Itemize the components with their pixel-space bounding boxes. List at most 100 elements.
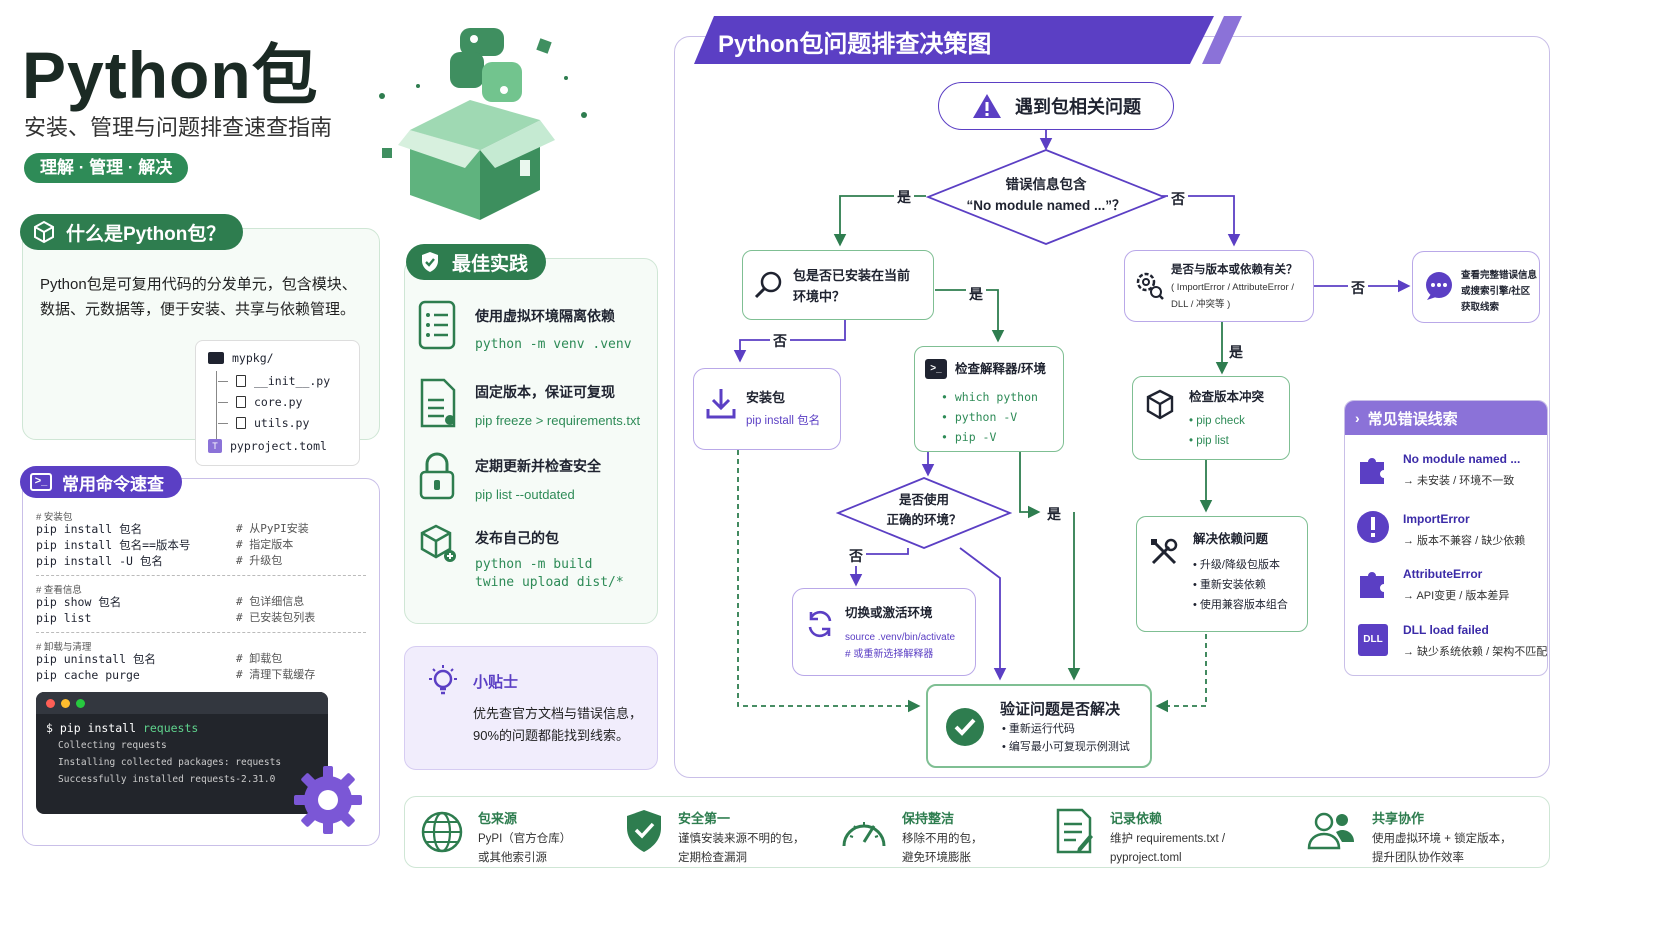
cube-icon <box>1146 389 1174 420</box>
decision-line-2: 正确的环境？ <box>886 513 962 527</box>
command-text: pip list <box>36 611 92 625</box>
error-desc: → 缺少系统依赖 / 架构不匹配 <box>1403 646 1548 658</box>
shield-check-icon <box>422 252 438 272</box>
decision-line-1: 是否使用 <box>898 493 949 507</box>
node-line-2: 环境中？ <box>793 289 846 304</box>
tree-item-core: core.py <box>254 395 303 409</box>
checklist-icon <box>418 300 456 350</box>
tree-root: mypkg/ <box>208 351 274 365</box>
interpreter-item-text: python -V <box>954 410 1018 424</box>
footer-desc: 移除不用的包，避免环境膨胀 <box>902 830 983 868</box>
tree-item-init: __init__.py <box>254 374 331 388</box>
maximize-dot-icon <box>76 698 85 708</box>
no-label: 否 <box>1168 189 1188 209</box>
command-text: pip install 包名 <box>36 522 143 536</box>
package-icon <box>34 220 54 244</box>
alert-icon <box>1357 511 1389 543</box>
terminal-package: requests <box>142 721 199 735</box>
footer-line-1: 移除不用的包， <box>902 833 983 845</box>
section-label: # 安装包 <box>36 512 73 523</box>
interpreter-item-text: which python <box>954 390 1038 404</box>
command-note: # 已安装包列表 <box>236 611 316 624</box>
practice-code: pip list --outdated <box>475 487 575 502</box>
command-note: # 从PyPI安装 <box>236 522 309 535</box>
verify-item: • 编写最小可复现示例测试 <box>1002 741 1130 753</box>
no-label: 否 <box>770 331 790 351</box>
node-line-3: 获取线索 <box>1461 302 1500 313</box>
shield-icon <box>627 810 661 852</box>
practice-item: 固定版本，保证可复现 pip freeze > requirements.txt <box>475 382 640 430</box>
terminal-icon: >_ <box>30 473 52 491</box>
download-icon <box>706 389 736 419</box>
search-icon <box>754 271 782 299</box>
decision-no-module <box>926 149 1166 245</box>
footer-item: 保持整洁 移除不用的包，避免环境膨胀 <box>902 808 983 868</box>
installed-check-node: 包是否已安装在当前 环境中？ <box>742 250 934 320</box>
footer-item: 共享协作 使用虚拟环境 + 锁定版本，提升团队协作效率 <box>1372 808 1512 868</box>
practice-code: python -m venv .venv <box>475 337 632 352</box>
footer-line-1: 维护 requirements.txt / <box>1110 833 1226 845</box>
python-box-illustration <box>379 28 587 220</box>
toml-icon: T <box>208 439 222 453</box>
terminal-window: $ pip install requests Collecting reques… <box>36 692 328 814</box>
gauge-icon <box>842 822 886 847</box>
switch-env-cmd: source .venv/bin/activate <box>845 632 956 643</box>
gear-icon <box>294 766 362 834</box>
check-interpreter-title: 检查解释器/环境 <box>955 362 1046 376</box>
conflict-item: • pip check <box>1189 415 1245 427</box>
footer-title: 安全第一 <box>678 811 731 826</box>
practice-title: 固定版本，保证可复现 <box>475 384 615 400</box>
page-title: Python包 <box>22 38 319 112</box>
footer-line-1: 使用虚拟环境 + 锁定版本， <box>1372 833 1512 845</box>
section-label: # 卸载与清理 <box>36 642 92 653</box>
divider <box>36 632 366 633</box>
command-note: # 卸载包 <box>236 652 283 665</box>
best-practices-list: 使用虚拟环境隔离依赖 python -m venv .venv 固定版本，保证可… <box>418 300 658 600</box>
footer-title: 包来源 <box>478 811 518 826</box>
conflict-items: • pip check • pip list <box>1189 411 1245 451</box>
decision-line-2: “No module named ...”？ <box>966 198 1126 213</box>
conflict-item: • pip list <box>1189 435 1229 447</box>
yes-label: 是 <box>894 187 914 207</box>
switch-env-title: 切换或激活环境 <box>845 606 933 620</box>
check-circle-icon <box>946 708 984 746</box>
command-note: # 升级包 <box>236 554 283 567</box>
tree-file: utils.py <box>218 416 309 430</box>
conflict-item-text: pip list <box>1196 435 1229 447</box>
footer-bar <box>404 796 1550 868</box>
what-is-heading: 什么是Python包？ <box>20 214 244 250</box>
command-note: # 包详细信息 <box>236 595 305 608</box>
decision-no-module-text: 错误信息包含 “No module named ...”？ <box>926 174 1166 216</box>
chevron-right-icon: › <box>1355 410 1360 426</box>
verify-items: • 重新运行代码 • 编写最小可复现示例测试 <box>1002 720 1130 756</box>
tree-item-pyproject: pyproject.toml <box>230 439 327 453</box>
tagline-badge: 理解 · 管理 · 解决 <box>24 153 189 183</box>
what-is-title: 什么是Python包？ <box>66 223 226 245</box>
footer-title: 记录依赖 <box>1110 811 1163 826</box>
footer-line-1: 谨慎安装来源不明的包， <box>678 833 805 845</box>
error-desc: → 版本不兼容 / 缺少依赖 <box>1403 535 1526 547</box>
practice-code: python -m build <box>475 557 593 572</box>
verify-node: 验证问题是否解决 • 重新运行代码 • 编写最小可复现示例测试 <box>926 684 1152 768</box>
search-help-node: 查看完整错误信息 或搜索引擎/社区 获取线索 <box>1412 251 1540 323</box>
tree-file: __init__.py <box>218 374 330 388</box>
resolve-item: • 使用兼容版本组合 <box>1193 599 1288 611</box>
switch-env-note: # 或重新选择解释器 <box>845 649 934 660</box>
practice-item: 使用虚拟环境隔离依赖 python -m venv .venv <box>475 306 632 354</box>
footer-line-1: PyPI（官方仓库） <box>478 833 572 845</box>
resolve-deps-title: 解决依赖问题 <box>1193 532 1269 546</box>
resolve-deps-node: 解决依赖问题 • 升级/降级包版本 • 重新安装依赖 • 使用兼容版本组合 <box>1136 516 1308 632</box>
footer-item: 记录依赖 维护 requirements.txt / pyproject.toml <box>1110 808 1225 868</box>
footer-line-2: 提升团队协作效率 <box>1372 852 1464 864</box>
practice-code: pip freeze > requirements.txt <box>475 413 641 428</box>
minimize-dot-icon <box>61 698 70 708</box>
lock-icon <box>419 452 455 500</box>
footer-line-2: pyproject.toml <box>1110 852 1182 864</box>
terminal-output-2: Installing collected packages: requests <box>58 757 282 768</box>
publish-package-icon <box>420 524 456 562</box>
best-practices-card <box>404 258 658 624</box>
yes-label: 是 <box>966 284 986 304</box>
terminal-command: $ pip install requests <box>46 720 318 737</box>
lightbulb-icon <box>429 665 457 695</box>
tip-line-2: 90%的问题都能找到线索。 <box>473 728 630 743</box>
